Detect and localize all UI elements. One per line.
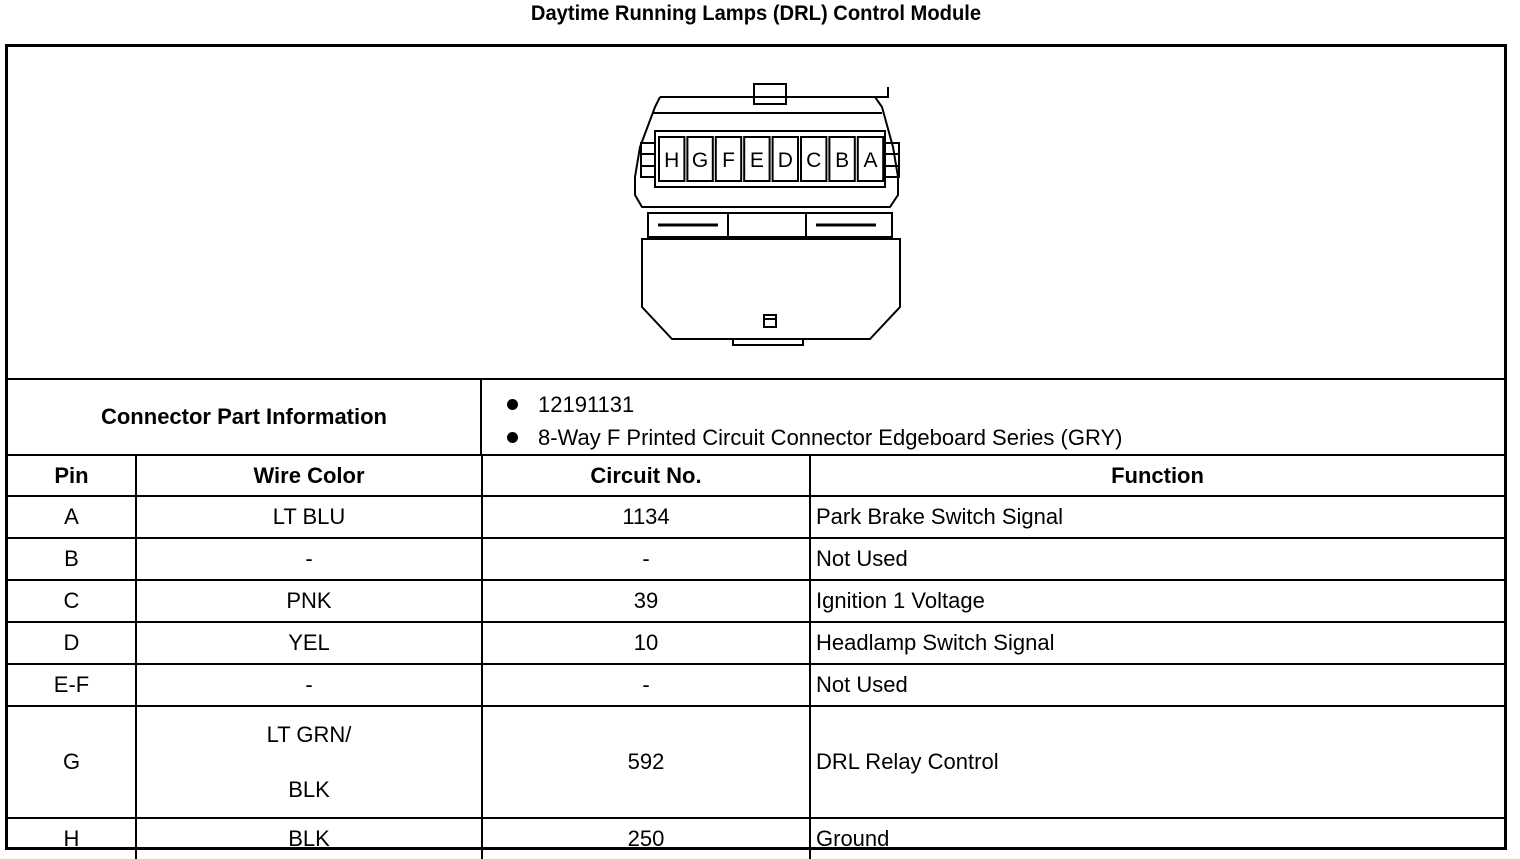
circuit-cell: 39	[481, 579, 811, 623]
function-cell: Not Used	[809, 537, 1504, 581]
cavity-label: A	[863, 149, 877, 172]
pin-cell: E-F	[8, 663, 137, 707]
table-header-row: Pin Wire Color Circuit No. Function	[8, 456, 1504, 497]
cavity-e	[743, 136, 771, 182]
header-function: Function	[809, 456, 1504, 497]
wire-color-cell: BLK	[135, 817, 483, 859]
edgeboard-slot-band	[647, 212, 893, 238]
part-description: 8-Way F Printed Circuit Connector Edgebo…	[505, 421, 1122, 454]
wire-color-line: BLK	[288, 777, 330, 802]
connector-part-info-label: Connector Part Information	[8, 380, 482, 454]
page-title: Daytime Running Lamps (DRL) Control Modu…	[530, 2, 982, 25]
table-row: C PNK 39 Ignition 1 Voltage	[8, 579, 1504, 623]
function-cell: Headlamp Switch Signal	[809, 621, 1504, 665]
cavity-h	[658, 136, 686, 182]
circuit-cell: 1134	[481, 495, 811, 539]
connector-shroud	[634, 87, 899, 208]
function-cell: Not Used	[809, 663, 1504, 707]
cavity-label: H	[664, 149, 679, 172]
header-wire-color: Wire Color	[135, 456, 483, 497]
wire-color-cell: LT BLU	[135, 495, 483, 539]
header-pin: Pin	[8, 456, 137, 497]
left-side-lock	[640, 142, 656, 178]
function-cell: Ground	[809, 817, 1504, 859]
circuit-cell: 592	[481, 705, 811, 819]
wire-color-cell: YEL	[135, 621, 483, 665]
circuit-cell: 250	[481, 817, 811, 859]
right-side-lock	[884, 142, 900, 178]
table-row: D YEL 10 Headlamp Switch Signal	[8, 621, 1504, 665]
cavity-label: E	[750, 149, 764, 172]
connector-part-info-list: 12191131 8-Way F Printed Circuit Connect…	[505, 388, 1122, 454]
wire-color-cell: LT GRN/ BLK	[135, 705, 483, 819]
connector-part-info-row: Connector Part Information 12191131 8-Wa…	[8, 380, 1504, 456]
circuit-cell: -	[481, 537, 811, 581]
cavity-label: F	[722, 149, 735, 172]
table-row: H BLK 250 Ground	[8, 817, 1504, 859]
cavity-label: C	[806, 149, 821, 172]
connector-keyway	[763, 314, 777, 328]
cavity-a	[856, 136, 885, 182]
table-row: G LT GRN/ BLK 592 DRL Relay Control	[8, 705, 1504, 819]
cavity-f	[714, 136, 743, 182]
circuit-cell: 10	[481, 621, 811, 665]
cavity-c	[800, 136, 828, 182]
table-row: E-F - - Not Used	[8, 663, 1504, 707]
wire-color-cell: -	[135, 537, 483, 581]
wire-color-cell: PNK	[135, 579, 483, 623]
pin-cell: A	[8, 495, 137, 539]
pin-cell: H	[8, 817, 137, 859]
table-row: B - - Not Used	[8, 537, 1504, 581]
function-cell: DRL Relay Control	[809, 705, 1504, 819]
function-cell: Park Brake Switch Signal	[809, 495, 1504, 539]
pin-cell: G	[8, 705, 137, 819]
pin-cell: B	[8, 537, 137, 581]
cavity-label: B	[835, 149, 849, 172]
cavity-b	[828, 136, 856, 182]
header-circuit-no: Circuit No.	[481, 456, 811, 497]
wire-color-cell: -	[135, 663, 483, 707]
pin-cell: C	[8, 579, 137, 623]
pin-cell: D	[8, 621, 137, 665]
cavity-label: D	[778, 149, 793, 172]
pin-table: Pin Wire Color Circuit No. Function A LT…	[8, 456, 1504, 859]
function-cell: Ignition 1 Voltage	[809, 579, 1504, 623]
connector-latch-tab	[753, 83, 787, 105]
circuit-cell: -	[481, 663, 811, 707]
wire-color-line: LT GRN/	[266, 722, 352, 747]
table-row: A LT BLU 1134 Park Brake Switch Signal	[8, 495, 1504, 539]
connector-lower-housing	[641, 238, 901, 340]
part-number: 12191131	[505, 388, 1122, 421]
connector-bottom-rib	[732, 338, 804, 346]
cavity-label: G	[692, 149, 708, 172]
cavity-g	[686, 136, 714, 182]
cavity-d	[771, 136, 800, 182]
